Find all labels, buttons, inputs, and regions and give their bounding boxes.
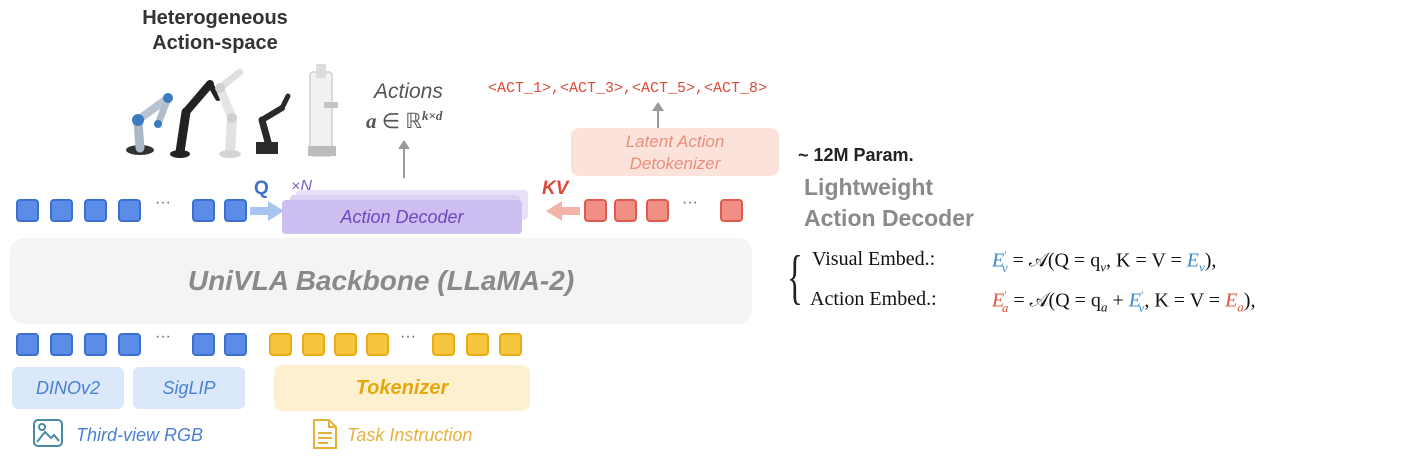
text-token <box>466 333 489 356</box>
image-icon <box>33 419 63 447</box>
eq2-mid-sub: a <box>1100 299 1108 315</box>
heterogeneous-title: Heterogeneous Action-space <box>130 6 300 56</box>
visual-token-in <box>16 333 39 356</box>
param-count: ~ 12M Param. <box>798 145 914 165</box>
visual-token-out <box>84 199 107 222</box>
eq2-lhs-sub: a <box>1001 299 1009 315</box>
robot-arm-4 <box>256 93 291 154</box>
robot-arm-3 <box>215 68 244 158</box>
up-arrow-detok <box>652 102 664 128</box>
visual-token-in <box>224 333 247 356</box>
eq2-mid: = 𝒜(Q = q <box>1008 289 1101 312</box>
univla-backbone: UniVLA Backbone (LLaMA-2) <box>10 238 752 324</box>
eq2-ev-sub: v <box>1138 299 1145 315</box>
eq1-lhs: E <box>992 249 1005 272</box>
actions-formula-symbol: a <box>366 109 377 133</box>
actions-label: Actions <box>374 80 443 103</box>
eq2-kv: , K = V = <box>1144 289 1226 312</box>
robot-arm-5 <box>308 64 338 157</box>
lightweight-line-2: Action Decoder <box>804 205 974 231</box>
right-arrow <box>250 201 284 221</box>
left-arrow <box>546 201 580 221</box>
lightweight-label: Lightweight Action Decoder <box>804 172 974 234</box>
eq1-mid: = 𝒜(Q = q <box>1007 249 1101 272</box>
eq1-mid-sub: v <box>1100 259 1106 275</box>
lightweight-line-1: Lightweight <box>804 174 934 200</box>
action-token <box>614 199 637 222</box>
action-token <box>720 199 743 222</box>
q-label: Q <box>254 178 269 199</box>
detok-line-2: Detokenizer <box>629 154 721 173</box>
visual-embed-label: Visual Embed.: <box>812 248 936 270</box>
tokenizer: Tokenizer <box>274 365 530 411</box>
latent-action-detokenizer: Latent Action Detokenizer <box>571 128 779 176</box>
visual-token-in <box>192 333 215 356</box>
visual-token-in <box>50 333 73 356</box>
dinov2-encoder: DINOv2 <box>12 367 124 409</box>
third-view-rgb-label: Third-view RGB <box>76 425 204 445</box>
eq2-end: ), <box>1243 289 1256 312</box>
ellipsis: ··· <box>682 194 698 211</box>
action-embed-label: Action Embed.: <box>810 288 937 310</box>
eq2-rhs: E <box>1225 289 1238 312</box>
act-tokens: <ACT_1>,<ACT_3>,<ACT_5>,<ACT_8> <box>488 80 768 97</box>
eq1-lhs-sub: v <box>1001 259 1008 275</box>
kv-label: KV <box>542 178 569 199</box>
equation-brace: { <box>787 244 803 310</box>
text-token <box>366 333 389 356</box>
action-token <box>646 199 669 222</box>
siglip-encoder: SigLIP <box>133 367 245 409</box>
actions-formula-set: ∈ ℝ <box>376 109 422 133</box>
text-token <box>269 333 292 356</box>
visual-token-in <box>118 333 141 356</box>
eq1-end: ), <box>1204 249 1217 272</box>
ellipsis: ··· <box>155 328 171 345</box>
visual-token-out <box>50 199 73 222</box>
robot-arms-illustration <box>126 64 338 158</box>
eq2-plus: + <box>1107 289 1129 312</box>
task-instruction-label: Task Instruction <box>347 425 473 445</box>
eq2-ev: E <box>1128 289 1141 312</box>
actions-formula-dims: k×d <box>421 108 443 123</box>
equation-visual-embed: Visual Embed.: E′v = 𝒜(Q = qv, K = V = E… <box>812 248 1216 275</box>
equation-action-embed: Action Embed.: E′a = 𝒜(Q = qa + E′v, K =… <box>810 288 1255 315</box>
visual-token-out <box>224 199 247 222</box>
eq1-rhs-sub: v <box>1198 259 1205 275</box>
up-arrow <box>398 140 410 178</box>
visual-token-out <box>16 199 39 222</box>
text-token <box>432 333 455 356</box>
ellipsis: ··· <box>400 328 416 345</box>
action-embed-formula: E′a = 𝒜(Q = qa + E′v, K = V = Ea), <box>992 288 1256 315</box>
text-token <box>499 333 522 356</box>
action-decoder: Action Decoder <box>282 200 522 234</box>
eq1-kv: , K = V = <box>1106 249 1187 272</box>
ellipsis: ··· <box>155 194 171 211</box>
robot-arm-2 <box>170 80 221 158</box>
eq2-rhs-sub: a <box>1237 299 1244 315</box>
detok-line-1: Latent Action <box>625 132 725 151</box>
text-token <box>302 333 325 356</box>
action-token <box>584 199 607 222</box>
visual-embed-formula: E′v = 𝒜(Q = qv, K = V = Ev), <box>992 248 1217 275</box>
visual-token-out <box>118 199 141 222</box>
text-token <box>334 333 357 356</box>
actions-formula: a ∈ ℝk×d <box>366 108 442 134</box>
title-line-2: Action-space <box>152 32 278 54</box>
visual-token-out <box>192 199 215 222</box>
document-icon <box>313 419 337 449</box>
robot-arm-1 <box>126 93 173 155</box>
visual-token-in <box>84 333 107 356</box>
eq2-lhs: E <box>992 289 1005 312</box>
title-line-1: Heterogeneous <box>142 7 288 29</box>
eq1-rhs: E <box>1186 249 1199 272</box>
